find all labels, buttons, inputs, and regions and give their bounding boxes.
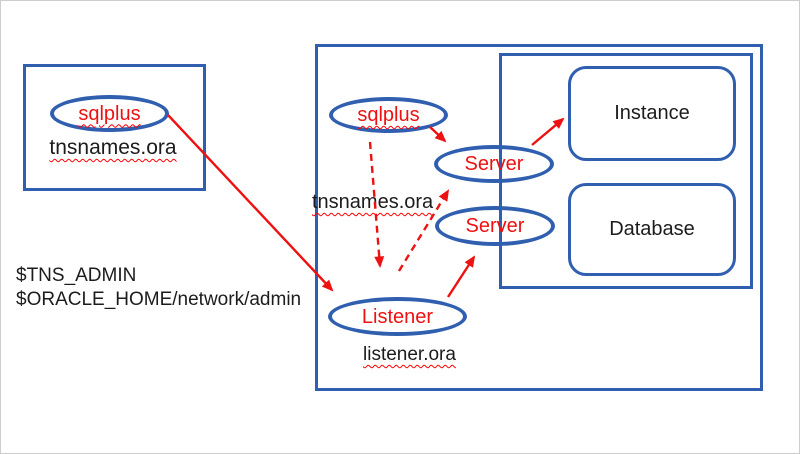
database-label: Database xyxy=(609,218,695,240)
host-sqlplus-label: sqlplus xyxy=(357,104,420,126)
client-sqlplus-ellipse: sqlplus xyxy=(50,95,169,132)
oracle-home-line: $ORACLE_HOME/network/admin xyxy=(16,289,302,310)
server-bottom-ellipse: Server xyxy=(435,206,555,246)
listener-label: Listener xyxy=(361,305,434,328)
client-sqlplus-label: sqlplus xyxy=(78,102,141,125)
env-path-text: $TNS_ADMIN $ORACLE_HOME/network/admin xyxy=(16,264,301,312)
instance-label: Instance xyxy=(614,102,690,124)
host-sqlplus-ellipse: sqlplus xyxy=(329,97,448,133)
server-top-ellipse: Server xyxy=(434,145,554,183)
server-bottom-label: Server xyxy=(465,215,525,237)
server-top-label: Server xyxy=(464,153,524,175)
tns-admin-line: $TNS_ADMIN xyxy=(16,265,137,286)
client-tnsnames-label: tnsnames.ora xyxy=(49,136,177,159)
listener-ora-label: listener.ora xyxy=(363,344,456,365)
listener-ellipse: Listener xyxy=(328,297,467,336)
database-box: Database xyxy=(568,183,736,276)
instance-box: Instance xyxy=(568,66,736,161)
host-tnsnames-label: tnsnames.ora xyxy=(312,191,434,213)
